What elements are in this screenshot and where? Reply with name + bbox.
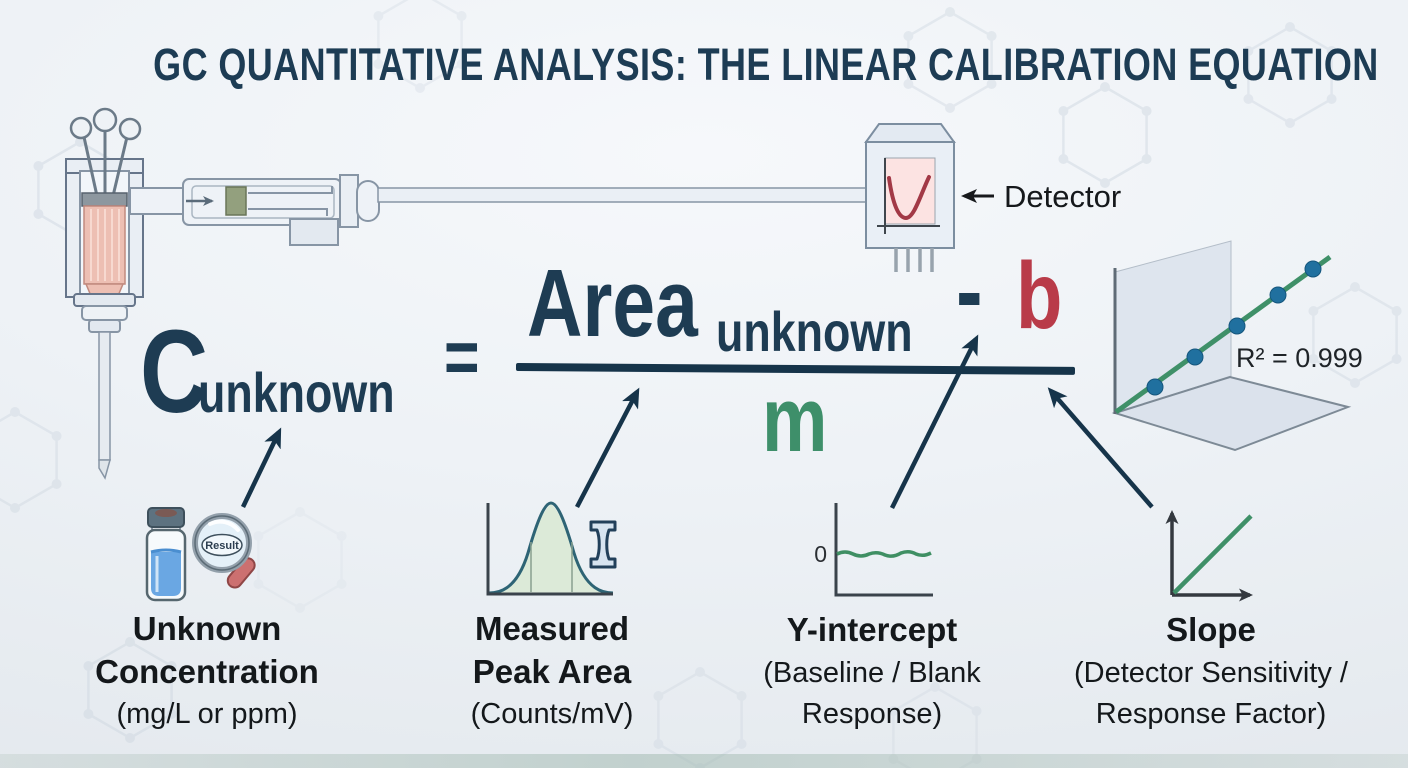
legend-title-line: Unknown xyxy=(132,610,282,647)
legend-subtitle-line: Response) xyxy=(801,698,943,730)
legend-subtitle-line: (Counts/mV) xyxy=(470,698,634,730)
septum-nut-icon xyxy=(69,116,93,140)
peak-area-icon xyxy=(486,501,617,596)
legend-title-line: Peak Area xyxy=(472,653,632,690)
slope-line xyxy=(1172,514,1253,595)
arrow-to-peak-area xyxy=(575,387,640,509)
legend-title-line: Concentration xyxy=(95,653,319,690)
page-title: GC QUANTITATIVE ANALYSIS: THE LINEAR CAL… xyxy=(0,42,1408,87)
integration-cursor-icon xyxy=(589,520,617,569)
baseline-signal-line xyxy=(836,549,932,558)
r-squared-label: R² = 0.999 xyxy=(1236,343,1363,373)
detector-label: Detector xyxy=(1004,179,1121,214)
legend-measured-peak-area: Measured Peak Area (Counts/mV) xyxy=(382,0,722,768)
equation-intercept-symbol: b xyxy=(1016,243,1063,349)
legend-title-line: Slope xyxy=(1166,611,1256,648)
magnifier-result-label: Result xyxy=(205,540,239,552)
equation-equals-sign: = xyxy=(444,315,480,400)
equation-concentration-symbol: C xyxy=(140,306,209,438)
septum-block xyxy=(225,186,247,216)
page-title-text: GC QUANTITATIVE ANALYSIS: THE LINEAR CAL… xyxy=(153,39,1379,90)
bottom-accent-strip xyxy=(0,754,1408,768)
legend-subtitle-line: Response Factor) xyxy=(1095,698,1327,730)
baseline-zero-label: 0 xyxy=(814,541,827,567)
calibration-data-points xyxy=(1146,260,1322,396)
detector-signal-curve xyxy=(887,175,931,221)
legend-subtitle-line: (Detector Sensitivity / xyxy=(1074,657,1348,689)
baseline-graph-icon: 0 xyxy=(814,503,933,597)
legend-subtitle-line: (mg/L or ppm) xyxy=(116,698,298,730)
legend-y-intercept: Y-intercept (Baseline / Blank Response) xyxy=(702,0,1042,768)
legend-title-line: Y-intercept xyxy=(786,611,958,648)
detector-icon xyxy=(864,123,956,272)
legend-title-line: Measured xyxy=(474,610,630,647)
legend-subtitle-line: (Baseline / Blank xyxy=(763,657,981,689)
equation-slope-symbol: m xyxy=(762,369,828,471)
injection-port-syringe-illustration xyxy=(65,107,144,480)
magnifier-result-icon: Result xyxy=(192,513,256,589)
legend-unknown-concentration: Unknown Concentration (mg/L or ppm) xyxy=(37,0,377,768)
equation-concentration-subscript: unknown xyxy=(198,361,395,424)
injector-column-illustration xyxy=(129,174,867,246)
legend-slope: Slope (Detector Sensitivity / Response F… xyxy=(1031,0,1391,768)
arrow-to-slope xyxy=(1047,387,1154,509)
calibration-curve-3d-plot: R² = 0.999 xyxy=(1111,240,1363,452)
septum-nut-icon xyxy=(92,107,118,133)
slope-graph-icon xyxy=(1165,510,1253,602)
sample-vial-icon xyxy=(145,507,187,602)
equation-minus-sign: - xyxy=(956,235,983,347)
arrow-to-concentration xyxy=(240,427,282,508)
septum-nut-icon xyxy=(118,117,142,141)
equation-area-symbol: Area xyxy=(527,250,698,357)
equation-area-subscript: unknown xyxy=(716,300,913,363)
